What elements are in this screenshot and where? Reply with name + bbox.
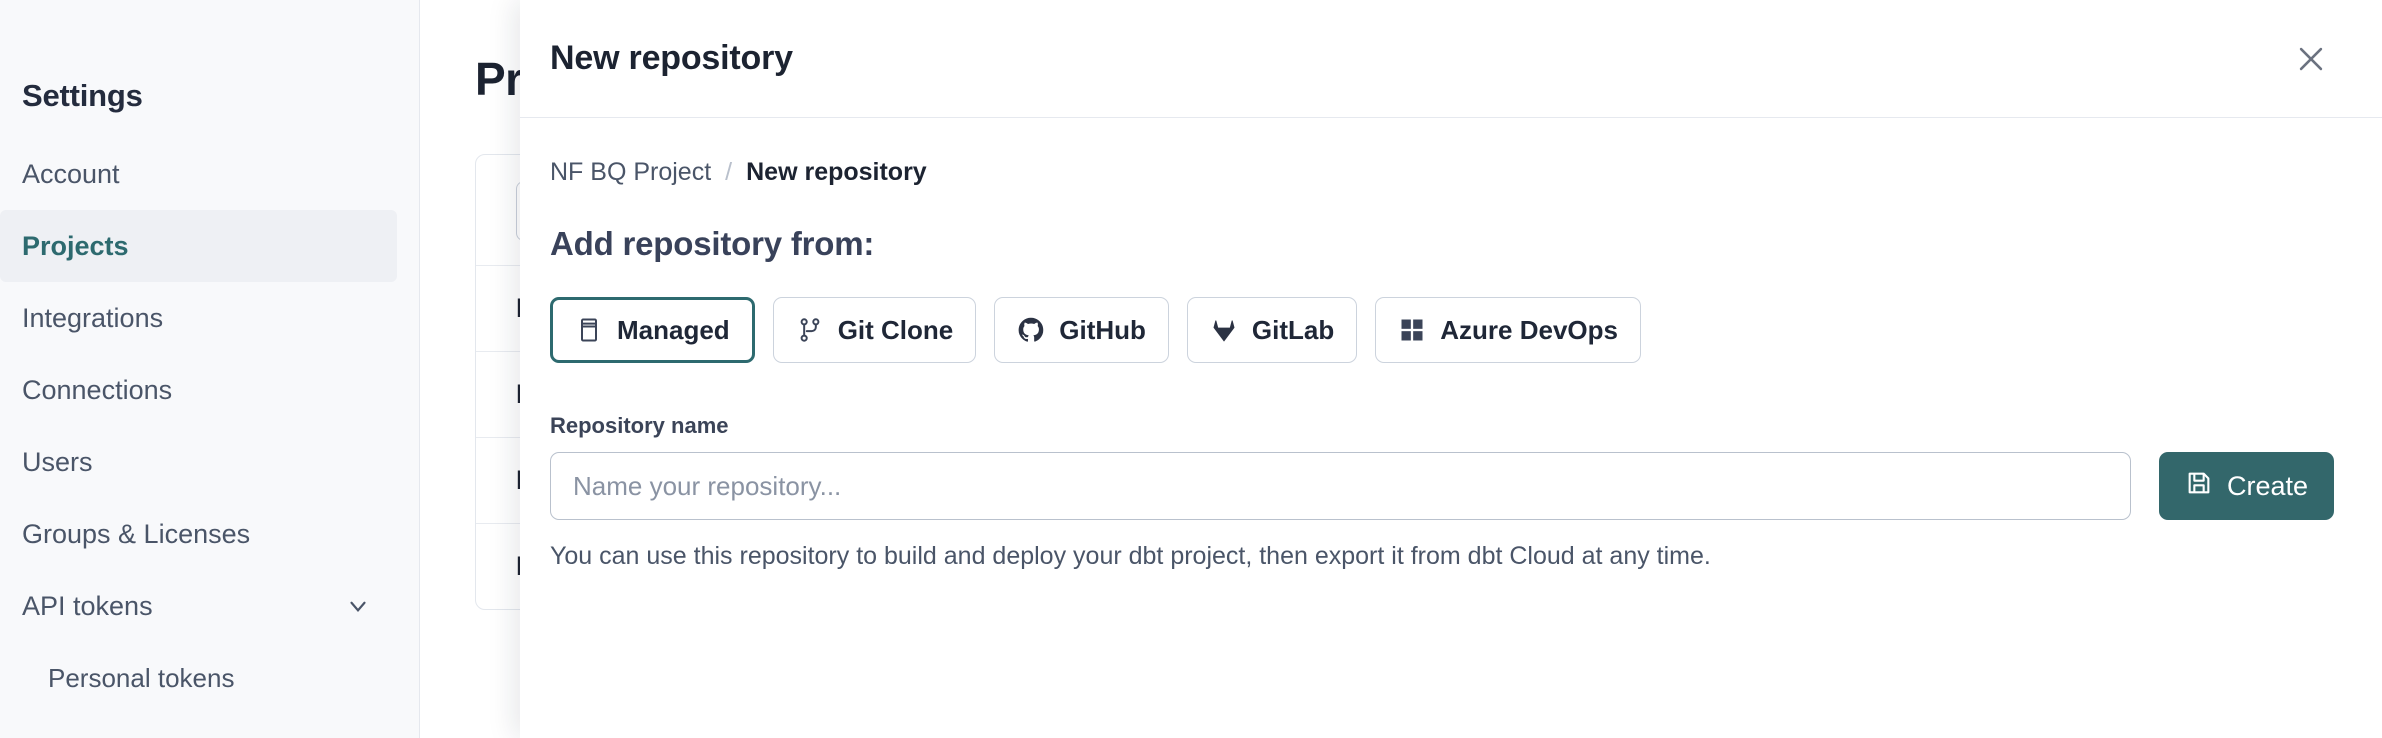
source-button-label: Azure DevOps	[1440, 314, 1618, 345]
sidebar-item-api-tokens[interactable]: API tokens	[0, 570, 419, 642]
sidebar-item-integrations[interactable]: Integrations	[0, 282, 419, 354]
source-button-github[interactable]: GitHub	[994, 297, 1169, 363]
source-button-managed[interactable]: Managed	[550, 297, 755, 363]
create-button-label: Create	[2226, 470, 2308, 501]
git-branch-icon	[796, 316, 824, 344]
breadcrumb-parent-link[interactable]: NF BQ Project	[550, 158, 712, 186]
modal-body: NF BQ Project / New repository Add repos…	[520, 118, 2382, 571]
repository-source-options: Managed Git Clone GitHub GitLab Azure DevOps	[550, 297, 2334, 363]
repository-helper-text: You can use this repository to build and…	[550, 542, 1711, 570]
database-icon	[575, 316, 603, 344]
repository-name-input[interactable]	[550, 452, 2131, 520]
sidebar-item-users[interactable]: Users	[0, 426, 419, 498]
sidebar-title: Settings	[22, 78, 143, 113]
breadcrumb: NF BQ Project / New repository	[550, 158, 2334, 187]
modal-header: New repository	[520, 0, 2382, 118]
close-icon[interactable]	[2288, 36, 2334, 82]
breadcrumb-current: New repository	[746, 158, 927, 186]
azure-devops-icon	[1398, 316, 1426, 344]
sidebar-item-label: Projects	[22, 230, 129, 261]
source-button-label: Git Clone	[837, 314, 954, 345]
sidebar-item-projects[interactable]: Projects	[0, 210, 397, 282]
sidebar-item-account[interactable]: Account	[0, 138, 419, 210]
section-heading: Add repository from:	[550, 225, 875, 262]
source-button-azure-devops[interactable]: Azure DevOps	[1375, 297, 1641, 363]
source-button-label: Managed	[617, 314, 730, 345]
gitlab-icon	[1210, 316, 1238, 344]
create-button[interactable]: Create	[2158, 452, 2334, 520]
sidebar-item-label: Account	[22, 158, 120, 189]
sidebar-item-label: Personal tokens	[48, 662, 235, 693]
modal-title: New repository	[550, 39, 793, 77]
repository-name-row: Create	[550, 452, 2334, 520]
sidebar-item-personal-tokens[interactable]: Personal tokens	[0, 642, 419, 714]
sidebar-item-label: Integrations	[22, 302, 164, 333]
source-button-label: GitHub	[1059, 314, 1146, 345]
sidebar-item-label: Connections	[22, 374, 173, 405]
source-button-label: GitLab	[1251, 314, 1335, 345]
repository-name-label: Repository name	[550, 413, 729, 438]
breadcrumb-separator: /	[725, 158, 733, 186]
source-button-git-clone[interactable]: Git Clone	[772, 297, 977, 363]
save-icon	[2185, 469, 2213, 504]
source-button-gitlab[interactable]: GitLab	[1186, 297, 1358, 363]
sidebar-item-label: API tokens	[22, 590, 153, 621]
chevron-down-icon[interactable]	[345, 593, 371, 619]
sidebar-item-label: Groups & Licenses	[22, 518, 251, 549]
github-icon	[1017, 316, 1045, 344]
sidebar-item-connections[interactable]: Connections	[0, 354, 419, 426]
sidebar-item-groups-licenses[interactable]: Groups & Licenses	[0, 498, 419, 570]
sidebar-item-label: Users	[22, 446, 93, 477]
new-repository-modal: New repository NF BQ Project / New repos…	[520, 0, 2382, 738]
